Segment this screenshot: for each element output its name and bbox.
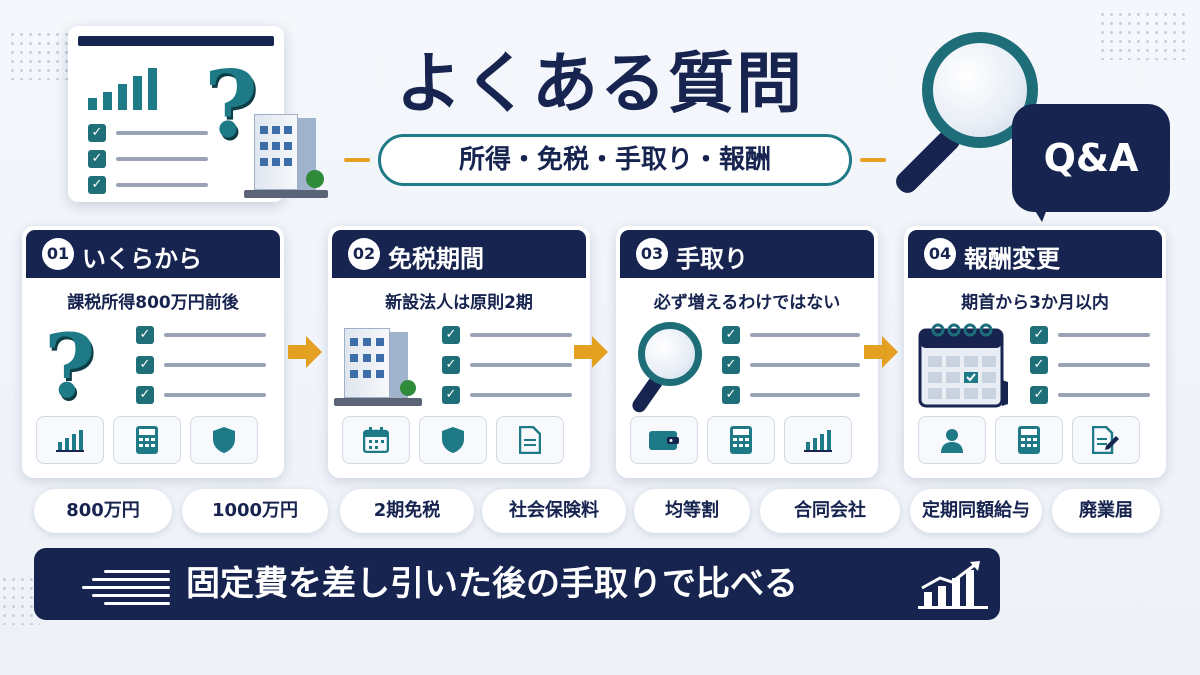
shield-icon (419, 416, 487, 464)
keyword-tag: 1000万円 (182, 489, 328, 533)
page-title: よくある質問 (396, 45, 804, 122)
step-card-header: 01 いくらから (26, 230, 280, 278)
banner-text: 固定費を差し引いた後の手取りで比べる (186, 564, 798, 604)
speed-lines (104, 570, 170, 573)
step-icon-row (342, 416, 564, 464)
keyword-tag: 合同会社 (760, 489, 900, 533)
decor-dots-top-right (1098, 10, 1188, 60)
step-card-header: 03 手取り (620, 230, 874, 278)
calendar-icon (342, 416, 410, 464)
building-icon (244, 104, 330, 204)
document-icon (496, 416, 564, 464)
question-mark-icon: ? (44, 314, 96, 418)
divider-right (860, 158, 886, 162)
step-number: 02 (348, 238, 380, 270)
qa-badge-tail (1026, 196, 1052, 222)
step-card-header: 04 報酬変更 (908, 230, 1162, 278)
calculator-icon (995, 416, 1063, 464)
hero-report-illustration: ✓ ✓ ✓ (68, 26, 284, 202)
keyword-tag: 定期同額給与 (910, 489, 1042, 533)
step-number: 03 (636, 238, 668, 270)
step-title: 手取り (676, 245, 748, 273)
question-mark-icon: ? (204, 50, 258, 158)
keyword-tag: 均等割 (634, 489, 750, 533)
growth-chart-icon (918, 561, 988, 609)
keyword-tag: 800万円 (34, 489, 172, 533)
conclusion-banner: 固定費を差し引いた後の手取りで比べる (34, 548, 1000, 620)
person-icon (918, 416, 986, 464)
divider-left (344, 158, 370, 162)
step-title: 免税期間 (388, 245, 484, 273)
step-description: 期首から3か月以内 (961, 293, 1109, 313)
step-description: 課税所得800万円前後 (67, 293, 239, 313)
step-icon-row (36, 416, 258, 464)
step-number: 01 (42, 238, 74, 270)
step-icon-row (918, 416, 1140, 464)
calculator-icon (707, 416, 775, 464)
bar-chart-icon (784, 416, 852, 464)
building-icon (334, 320, 424, 412)
wallet-icon (630, 416, 698, 464)
step-card-4: 04 報酬変更 期首から3か月以内 ✓ ✓ ✓ (904, 226, 1166, 478)
step-card-1: 01 いくらから 課税所得800万円前後 ? ✓ ✓ ✓ (22, 226, 284, 478)
edit-document-icon (1072, 416, 1140, 464)
step-card-header: 02 免税期間 (332, 230, 586, 278)
step-description: 新設法人は原則2期 (385, 293, 533, 313)
arrow-right-icon (288, 336, 322, 368)
calendar-icon (918, 323, 1008, 408)
step-title: 報酬変更 (964, 245, 1060, 273)
magnifier-icon (922, 32, 1038, 148)
magnifier-icon (638, 322, 702, 386)
keyword-tag: 社会保険料 (482, 489, 626, 533)
calculator-icon (113, 416, 181, 464)
keyword-tag: 2期免税 (340, 489, 474, 533)
keyword-tag: 廃業届 (1052, 489, 1160, 533)
step-card-3: 03 手取り 必ず増えるわけではない ✓ ✓ ✓ (616, 226, 878, 478)
decor-dots-left (0, 575, 40, 625)
step-number: 04 (924, 238, 956, 270)
shield-icon (190, 416, 258, 464)
qa-badge: Q&A (1012, 104, 1170, 212)
subtitle-pill: 所得・免税・手取り・報酬 (378, 134, 852, 186)
arrow-right-icon (864, 336, 898, 368)
step-description: 必ず増えるわけではない (653, 293, 841, 313)
step-card-2: 02 免税期間 新設法人は原則2期 ✓ ✓ ✓ (328, 226, 590, 478)
bar-chart-icon (36, 416, 104, 464)
arrow-right-icon (574, 336, 608, 368)
step-title: いくらから (82, 245, 202, 273)
step-icon-row (630, 416, 852, 464)
